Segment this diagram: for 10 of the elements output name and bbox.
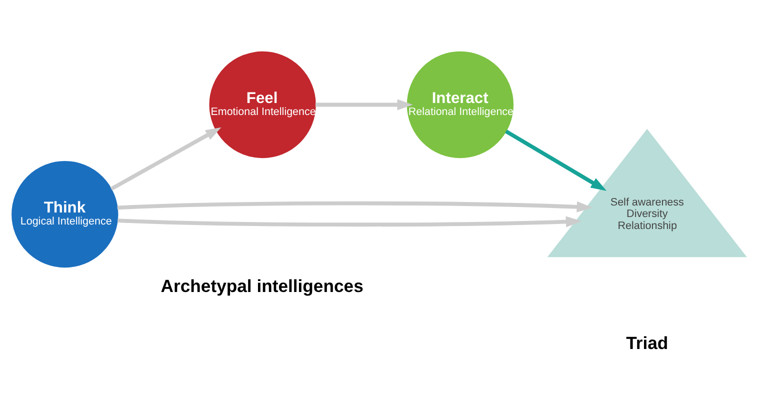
arrow [117,200,593,212]
node-circle: Think Logical Intelligence [12,160,118,268]
arrow [118,216,582,227]
node-circle: Interact Relational Intelligence [406,50,514,158]
node-circle: Feel Emotional Intelligence [209,50,316,158]
label: Triad [626,332,668,352]
arrow [110,126,222,190]
arrow [504,129,607,190]
label: Archetypal intelligences [160,276,364,296]
arrow [315,98,413,110]
